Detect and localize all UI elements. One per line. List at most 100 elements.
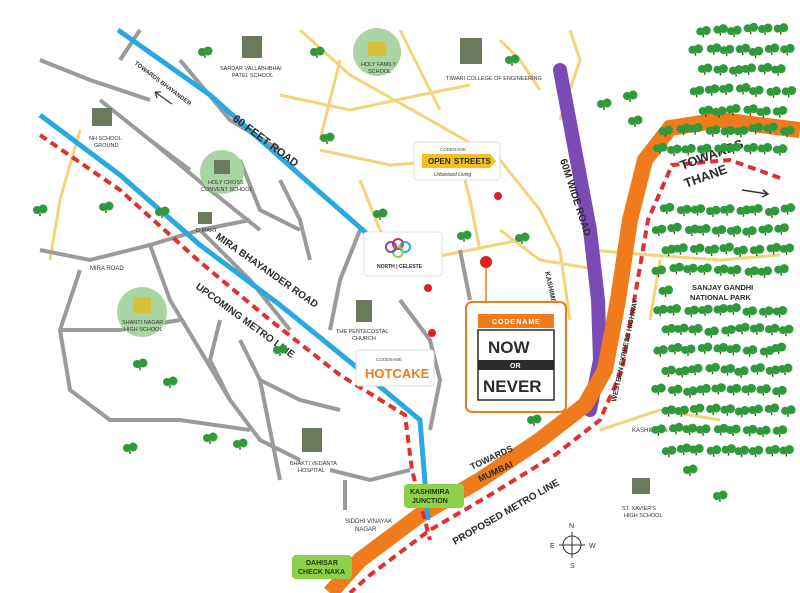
tree-icon (681, 344, 696, 356)
tree-icon (772, 105, 788, 118)
hotcake-pin (428, 329, 436, 337)
tree-icon (198, 46, 213, 58)
tree-icon (756, 425, 771, 438)
svg-text:BHAKTI VEDANTA: BHAKTI VEDANTA (290, 461, 337, 467)
tree-icon (310, 46, 325, 58)
tree-icon (713, 64, 728, 76)
tree-icon (696, 143, 712, 156)
tree-icon (720, 125, 736, 138)
kashigaon-label: KASHIGAON (632, 428, 668, 434)
landmark-bhakti-hospital: BHAKTI VEDANTA HOSPITAL (290, 428, 337, 474)
tree-icon (688, 44, 703, 56)
tree-icon (772, 385, 787, 398)
svg-text:OR: OR (510, 363, 521, 370)
tree-icon (781, 405, 796, 417)
tree-icon (683, 464, 698, 476)
hotcake-card[interactable]: CODENAME HOTCAKE (355, 349, 435, 387)
tree-icon (757, 142, 773, 155)
tree-icon (726, 424, 741, 436)
svg-text:NH SCHOOL: NH SCHOOL (89, 136, 122, 142)
school-building-icon (632, 478, 650, 494)
tree-icon (774, 264, 789, 276)
featured-project-pin (480, 256, 492, 268)
tree-icon (734, 366, 749, 378)
tree-icon (697, 63, 713, 75)
svg-text:N: N (569, 523, 574, 530)
tree-icon (705, 125, 721, 137)
tree-icon (743, 142, 758, 155)
svg-text:CODENAME: CODENAME (492, 319, 541, 326)
tree-icon (651, 265, 667, 277)
hospital-icon (302, 428, 322, 452)
tree-icon (673, 323, 689, 335)
tree-icon (758, 224, 773, 236)
tree-icon (653, 345, 668, 357)
church-icon (356, 300, 372, 322)
tree-icon (735, 322, 750, 335)
tree-icon (741, 383, 756, 396)
tree-icon (719, 83, 734, 95)
tree-icon (766, 86, 781, 98)
tree-icon (233, 438, 248, 450)
tree-icon (771, 342, 787, 355)
svg-text:CHURCH: CHURCH (352, 336, 376, 342)
tree-icon (726, 142, 742, 155)
landmark-nh-school: NH SCHOOL GROUND (89, 108, 122, 149)
tree-icon (696, 224, 711, 236)
school-building-icon (242, 36, 262, 58)
tree-icon (667, 144, 682, 156)
north-celeste-card[interactable]: NORTH | CELESTE (363, 231, 443, 277)
svg-text:SCHOOL: SCHOOL (368, 69, 391, 75)
svg-text:PATEL SCHOOL: PATEL SCHOOL (232, 73, 273, 79)
tree-icon (273, 344, 288, 356)
landmark-holy-family-school: HOLY FAMILY SCHOOL (353, 28, 401, 76)
landmark-holy-cross-school: HOLY CROSS CONVENT SCHOOL (200, 150, 253, 194)
tree-icon (658, 125, 674, 138)
svg-text:JUNCTION: JUNCTION (412, 498, 448, 505)
towards-bhayander-arrow (154, 91, 173, 105)
svg-text:HIGH SCHOOL: HIGH SCHOOL (624, 513, 663, 519)
landmark-shanti-nagar-school: SHANTI NAGAR HIGH SCHOOL (117, 287, 167, 337)
tree-icon (781, 85, 797, 98)
tree-icon (779, 243, 795, 255)
tree-icon (713, 342, 728, 355)
tree-icon (659, 202, 675, 215)
dahisar-check-naka: DAHISAR CHECK NAKA (292, 555, 352, 579)
tree-icon (735, 43, 751, 56)
tree-icon (99, 201, 114, 213)
national-park-trees (651, 22, 797, 458)
project-pins (424, 192, 502, 337)
tree-icon (757, 23, 773, 35)
tree-icon (133, 358, 148, 370)
compass-icon: N S E W (550, 523, 596, 570)
open-streets-card[interactable]: CODENAME OPEN STREETS Urbanised Living (413, 141, 501, 181)
svg-text:GROUND: GROUND (94, 143, 118, 149)
tree-icon (705, 362, 720, 375)
tree-icon (320, 132, 335, 144)
tree-icon (651, 424, 666, 436)
tree-icon (726, 383, 742, 396)
tree-icon (780, 43, 795, 56)
svg-text:HIGH SCHOOL: HIGH SCHOOL (124, 327, 163, 333)
tree-icon (734, 445, 750, 458)
tree-icon (780, 125, 795, 138)
landmark-pentecostal-church: THE PENTECOSTAL CHURCH (336, 300, 388, 342)
school-building-icon (133, 297, 151, 313)
tree-icon (772, 305, 788, 318)
tree-icon (721, 324, 736, 337)
tree-icon (748, 404, 763, 416)
landmark-st-xaviers-school: ST. XAVIER'S HIGH SCHOOL (622, 478, 663, 519)
svg-text:Urbanised Living: Urbanised Living (434, 172, 471, 178)
college-building-icon (460, 38, 482, 64)
tree-icon (771, 64, 786, 76)
tree-icon (726, 225, 742, 237)
tree-icon (706, 205, 721, 218)
featured-project-card[interactable]: CODENAME NOW OR NEVER (465, 268, 567, 413)
national-park-label-2: NATIONAL PARK (690, 293, 751, 302)
siddhi-vinayak-label: SIDDHI VINAYAK (345, 519, 392, 525)
tree-icon (729, 65, 744, 77)
tree-icon (653, 304, 668, 317)
tree-icon (756, 384, 771, 396)
school-building-icon (92, 108, 112, 126)
svg-text:THE PENTECOSTAL: THE PENTECOSTAL (336, 329, 388, 335)
